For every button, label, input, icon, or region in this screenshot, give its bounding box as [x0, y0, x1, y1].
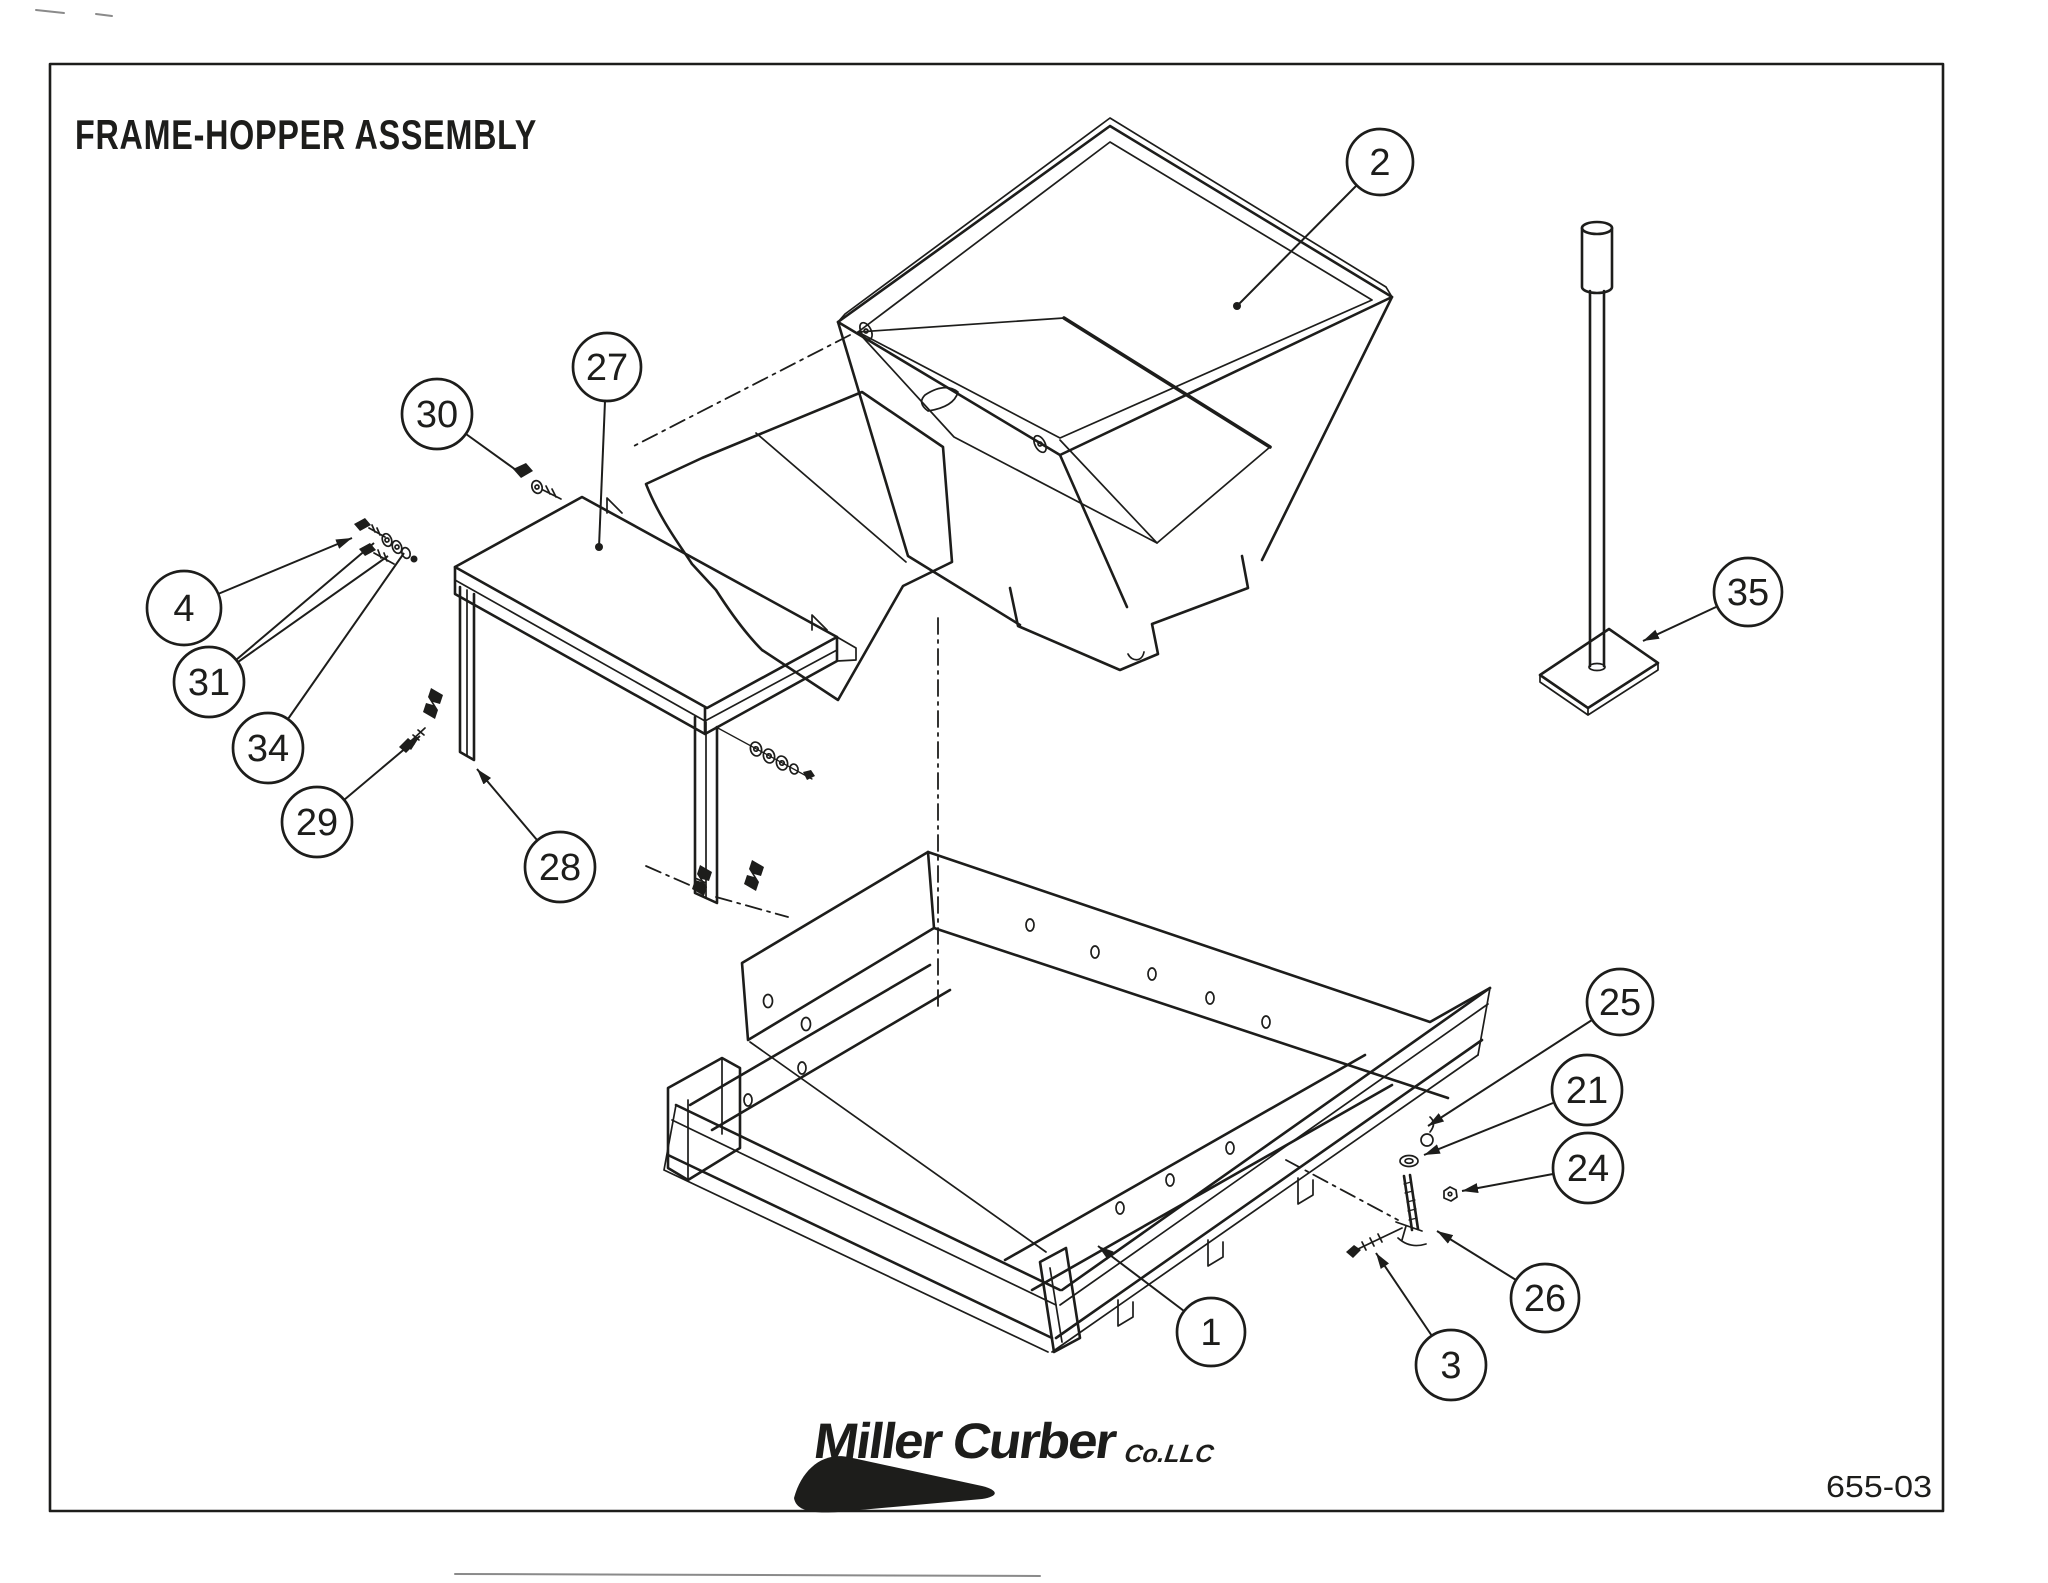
callout-35: 35 [1642, 556, 1784, 642]
callout-number: 4 [173, 588, 194, 630]
washer-string-table-right [715, 726, 815, 780]
table-weldment [453, 495, 857, 905]
callout-24: 24 [1461, 1131, 1625, 1205]
callout-31: 31 [172, 542, 389, 719]
callout-leader [1427, 1019, 1593, 1127]
callout-balloon [1175, 1296, 1247, 1368]
callout-28: 28 [476, 768, 597, 904]
callout-balloon [1712, 556, 1784, 628]
callout-balloon [1345, 127, 1415, 197]
callout-balloon [231, 711, 305, 785]
callout-number: 26 [1524, 1278, 1566, 1320]
callout-leader [1436, 1230, 1517, 1281]
logo-brand-text: Miller Curber [811, 1413, 1120, 1469]
callout-leader [1375, 1252, 1433, 1337]
callout-29: 29 [280, 735, 421, 859]
callout-number: 28 [539, 847, 581, 889]
callout-3: 3 [1375, 1252, 1488, 1402]
mounting-plate [644, 390, 954, 702]
fastener-bolt-30 [513, 463, 562, 500]
hopper [644, 117, 1394, 702]
latch-keepers-frame [692, 860, 764, 896]
callout-balloon [523, 830, 597, 904]
callout-leader [1423, 1102, 1554, 1156]
callout-balloon [1509, 1262, 1581, 1334]
callout-leader [235, 542, 375, 661]
callout-1: 1 [1097, 1245, 1247, 1368]
callout-30: 30 [400, 377, 517, 471]
callout-leader [595, 400, 606, 551]
callout-number: 31 [188, 662, 230, 704]
page-border [48, 62, 1945, 1513]
callout-leader [1461, 1173, 1554, 1193]
frame-weldment [663, 850, 1492, 1354]
page-title: FRAME-HOPPER ASSEMBLY [75, 111, 537, 158]
callout-26: 26 [1436, 1230, 1581, 1334]
callout-4: 4 [145, 537, 353, 647]
callout-number: 1 [1200, 1312, 1221, 1354]
stand [1538, 220, 1660, 716]
callout-27: 27 [571, 331, 643, 551]
callout-leader [1642, 606, 1717, 642]
anchor-assembly [1346, 1116, 1458, 1258]
centerlines [629, 334, 1399, 1221]
callout-balloon [400, 377, 474, 451]
callout-34: 34 [231, 552, 405, 785]
callout-number: 21 [1566, 1070, 1608, 1112]
callout-leader [217, 537, 353, 595]
callout-2: 2 [1233, 127, 1415, 310]
callout-number: 2 [1369, 142, 1390, 184]
logo-swoosh [794, 1456, 995, 1513]
callout-balloon [172, 645, 246, 719]
callout-leader [1097, 1245, 1185, 1312]
brand-logo: Miller Curber Co.LLC [794, 1413, 1217, 1513]
callout-number: 24 [1567, 1148, 1609, 1190]
callout-leader [343, 735, 421, 801]
callout-number: 30 [416, 394, 458, 436]
callout-leader [237, 555, 389, 663]
scan-artifacts [35, 9, 1041, 1577]
callout-25: 25 [1427, 967, 1655, 1127]
callout-balloon [1551, 1131, 1625, 1205]
logo-suffix-text: Co.LLC [1123, 1440, 1217, 1468]
callout-balloon [1414, 1328, 1488, 1402]
callout-balloon [571, 331, 643, 403]
callout-balloon [1550, 1053, 1624, 1127]
callout-number: 34 [247, 728, 289, 770]
drawing-number: 655-03 [1826, 1469, 1932, 1504]
callout-balloon [1585, 967, 1655, 1037]
callout-number: 35 [1727, 572, 1769, 614]
callout-number: 29 [296, 802, 338, 844]
callout-number: 27 [586, 347, 628, 389]
callout-21: 21 [1423, 1053, 1624, 1156]
callout-leader [465, 433, 517, 471]
callout-balloon [145, 569, 223, 647]
callout-leader [1233, 185, 1357, 310]
callout-leader [476, 768, 538, 841]
latch-keeper-29 [399, 688, 443, 753]
callout-number: 25 [1599, 982, 1641, 1024]
callout-balloon [280, 785, 354, 859]
callout-leader [287, 552, 405, 720]
callout-number: 3 [1440, 1345, 1461, 1387]
